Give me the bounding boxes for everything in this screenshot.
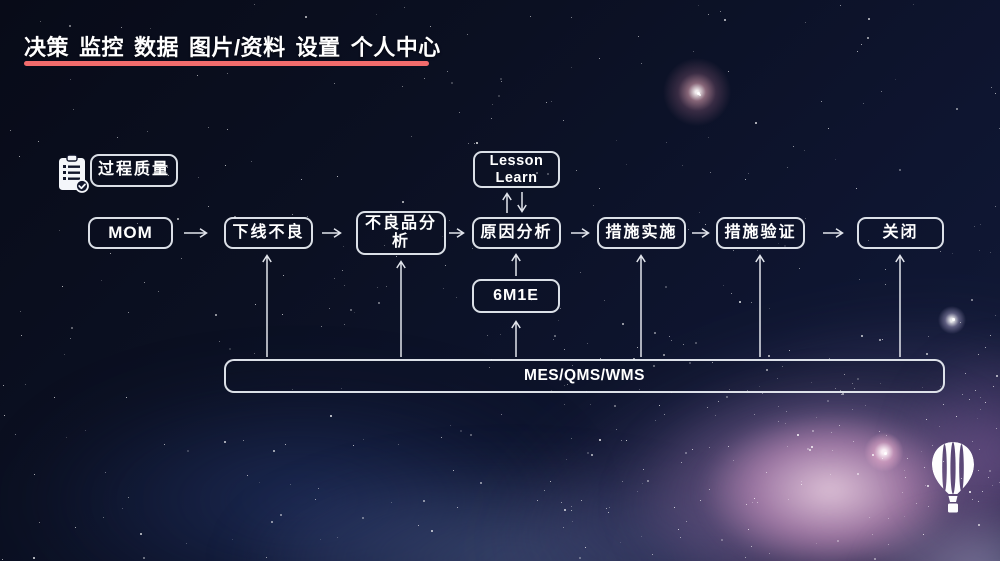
lesson-learn-line1: Lesson xyxy=(489,152,544,169)
process-quality-badge: 过程质量 xyxy=(90,154,178,187)
clipboard-check-icon xyxy=(59,154,89,193)
menu-item-profile[interactable]: 个人中心 xyxy=(350,35,441,60)
flow-node-6m1e: 6M1E xyxy=(472,279,560,313)
flow-node-lesson-learn: Lesson Learn xyxy=(473,151,560,188)
flow-node-action-implementation-label: 措施实施 xyxy=(605,223,678,241)
platform-bar: MES/QMS/WMS xyxy=(224,359,945,393)
flow-node-action-implementation: 措施实施 xyxy=(597,217,686,249)
platform-bar-label: MES/QMS/WMS xyxy=(524,367,645,385)
flow-node-close-label: 关闭 xyxy=(882,223,919,241)
flow-node-cause-analysis-label: 原因分析 xyxy=(480,223,553,241)
menu-underline xyxy=(24,61,429,66)
flow-node-action-verification: 措施验证 xyxy=(716,217,805,249)
process-quality-label: 过程质量 xyxy=(98,161,171,179)
flow-node-action-verification-label: 措施验证 xyxy=(724,223,797,241)
hot-air-balloon-icon xyxy=(932,442,974,513)
flow-node-close: 关闭 xyxy=(857,217,944,249)
top-menu: 决策 监控 数据 图片/资料 设置 个人中心 xyxy=(24,30,441,62)
menu-item-decision[interactable]: 决策 xyxy=(24,35,70,60)
menu-item-pictures[interactable]: 图片/资料 xyxy=(189,35,286,60)
flow-node-6m1e-label: 6M1E xyxy=(493,286,539,304)
flow-node-offline-defect: 下线不良 xyxy=(224,217,313,249)
flow-node-mom: MOM xyxy=(88,217,173,249)
flow-node-defect-analysis: 不良品分析 xyxy=(356,211,446,255)
flow-node-offline-defect-label: 下线不良 xyxy=(232,223,305,241)
lesson-learn-line2: Learn xyxy=(495,169,538,186)
menu-item-settings[interactable]: 设置 xyxy=(295,35,341,60)
menu-item-data[interactable]: 数据 xyxy=(134,35,180,60)
flow-node-defect-analysis-label: 不良品分析 xyxy=(364,214,437,250)
flow-node-cause-analysis: 原因分析 xyxy=(472,217,561,249)
menu-item-monitoring[interactable]: 监控 xyxy=(79,35,125,60)
flow-node-mom-label: MOM xyxy=(108,223,153,243)
